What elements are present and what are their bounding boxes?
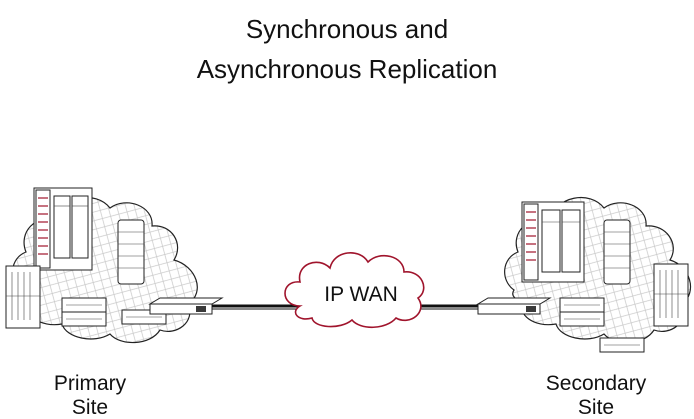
secondary-rack-server-icon	[521, 201, 585, 283]
primary-site-group	[5, 187, 224, 344]
primary-site-label-line2: Site	[72, 396, 108, 419]
secondary-site-label-line2: Site	[578, 396, 614, 419]
primary-rack-server-icon	[33, 187, 93, 271]
primary-switch-stack-icon	[61, 297, 167, 327]
primary-site-label-line1: Primary	[54, 372, 127, 395]
ip-wan-label: IP WAN	[324, 283, 398, 306]
wan-links	[212, 304, 478, 310]
secondary-router-icon	[476, 297, 552, 315]
secondary-site-group	[476, 196, 692, 353]
secondary-site-label-line1: Secondary	[546, 372, 647, 395]
ip-wan-cloud-icon	[284, 252, 425, 329]
primary-disk-array-icon	[117, 219, 145, 285]
ip-wan-cloud-group: IP WAN	[284, 252, 425, 329]
primary-router-icon	[148, 297, 224, 315]
secondary-switch-stack-icon	[559, 297, 645, 353]
secondary-disk-array-icon	[603, 219, 631, 285]
primary-blade-chassis-icon	[5, 265, 41, 329]
title-line-1: Synchronous and	[246, 14, 448, 44]
secondary-blade-chassis-icon	[653, 263, 689, 327]
title-line-2: Asynchronous Replication	[197, 54, 498, 84]
